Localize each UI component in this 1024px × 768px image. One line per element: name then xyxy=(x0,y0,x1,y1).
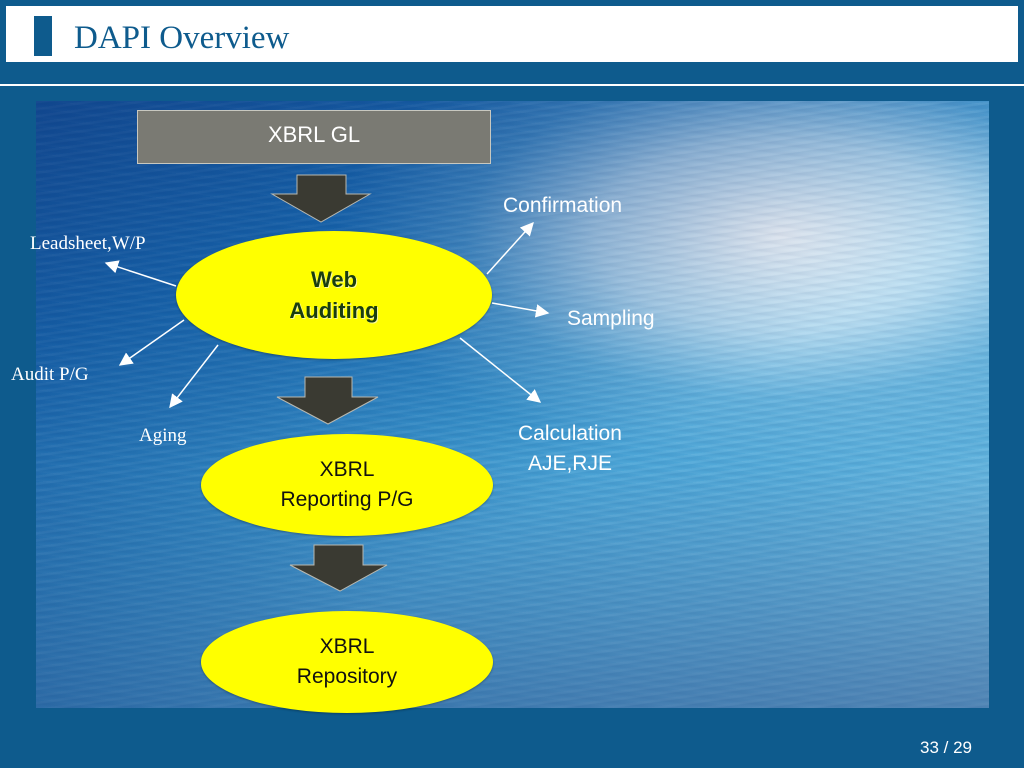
label-leadsheet: Leadsheet,W/P xyxy=(30,233,146,254)
connector-arrow-icon xyxy=(459,337,542,403)
connector-arrow-icon xyxy=(491,302,550,318)
label-calculation: Calculation AJE,RJE xyxy=(518,419,622,479)
ocean-shade xyxy=(36,101,989,708)
ocean-photo xyxy=(36,101,989,708)
web-auditing-ellipse: Web Auditing xyxy=(176,231,492,359)
down-arrow-icon xyxy=(276,376,379,425)
xbrl-repository-line-2: Repository xyxy=(296,665,398,688)
xbrl-reporting-line-2: Reporting P/G xyxy=(280,488,414,511)
web-auditing-line-1: Web xyxy=(310,267,358,292)
label-sampling: Sampling xyxy=(567,307,655,330)
xbrl-reporting-ellipse: XBRL Reporting P/G xyxy=(201,434,493,536)
title-marker xyxy=(34,16,52,56)
down-arrow-icon xyxy=(289,544,388,592)
title-divider xyxy=(0,84,1024,86)
label-calculation-line-2: AJE,RJE xyxy=(527,452,612,475)
page-number: 33 / 29 xyxy=(920,738,972,757)
title-bar xyxy=(6,6,1018,62)
connector-arrow-icon xyxy=(104,260,177,287)
down-arrow-icon xyxy=(270,174,372,223)
xbrl-gl-box: XBRL GL xyxy=(137,110,491,164)
label-audit-pg: Audit P/G xyxy=(11,364,89,385)
label-aging: Aging xyxy=(139,425,187,446)
connector-arrow-icon xyxy=(169,344,219,409)
label-calculation-line-1: Calculation xyxy=(518,422,622,445)
label-confirmation: Confirmation xyxy=(503,194,623,217)
xbrl-reporting-line-1: XBRL xyxy=(319,458,375,481)
xbrl-repository-ellipse: XBRL Repository xyxy=(201,611,493,713)
connector-arrow-icon xyxy=(118,319,185,366)
slide-title: DAPI Overview xyxy=(74,20,290,56)
web-auditing-line-2: Auditing xyxy=(289,298,379,323)
xbrl-repository-line-1: XBRL xyxy=(319,635,375,658)
connector-arrow-icon xyxy=(486,221,534,275)
